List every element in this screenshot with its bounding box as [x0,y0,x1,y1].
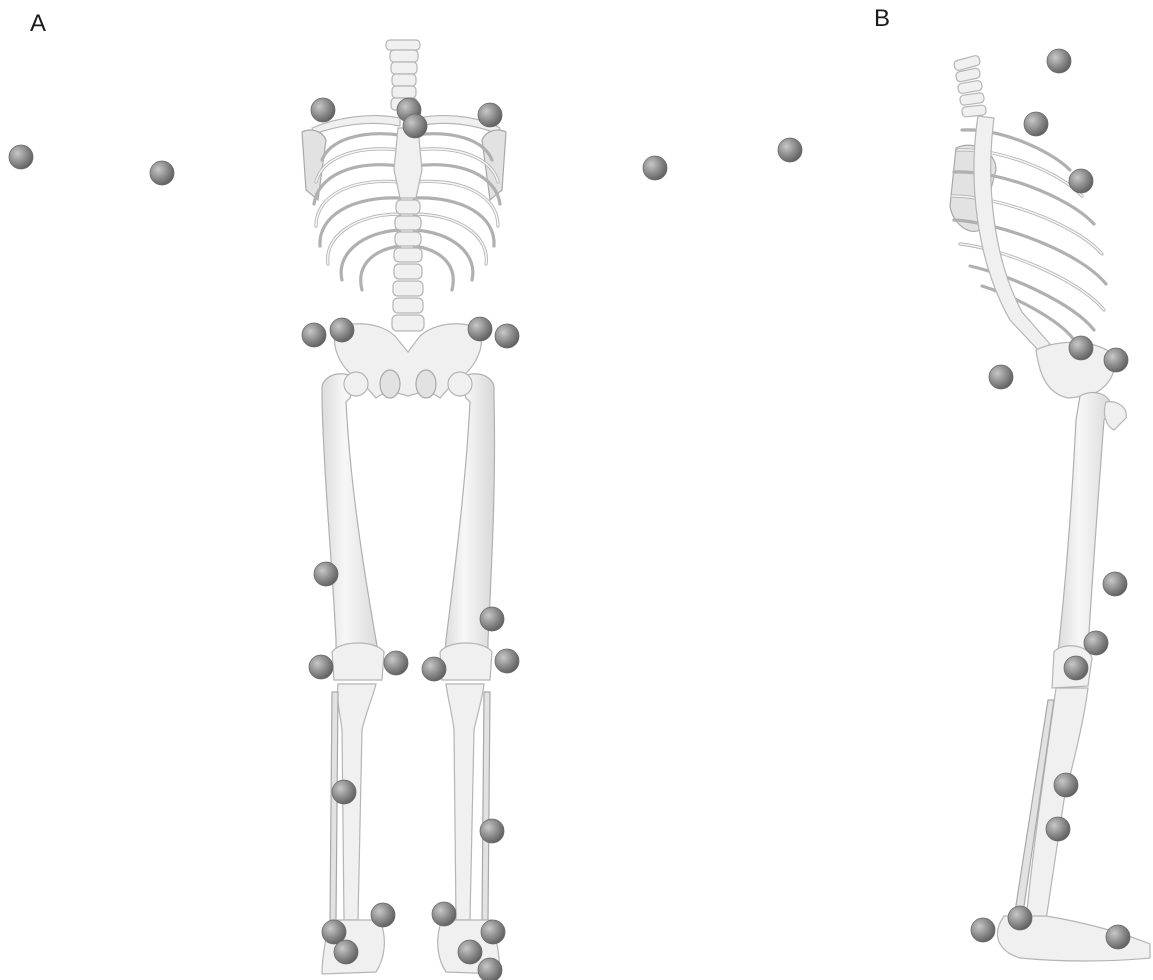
motion-capture-marker [330,318,354,342]
motion-capture-marker [311,98,335,122]
front-right-obturator [416,370,436,398]
side-lumbar-spine [974,116,1050,352]
motion-capture-marker [332,780,356,804]
motion-capture-marker [371,903,395,927]
motion-capture-marker [314,562,338,586]
motion-capture-marker [481,920,505,944]
motion-capture-marker [1047,49,1071,73]
side-cervical-spine [953,55,986,117]
motion-capture-marker [478,958,502,980]
front-skeleton [302,40,506,974]
motion-capture-marker [1069,336,1093,360]
motion-capture-marker [971,918,995,942]
motion-capture-marker [1054,773,1078,797]
motion-capture-marker [1084,631,1108,655]
front-left-scapula [302,130,326,200]
motion-capture-marker [1046,817,1070,841]
motion-capture-marker [778,138,802,162]
motion-capture-marker [1069,169,1093,193]
motion-capture-marker [643,156,667,180]
motion-capture-marker [989,365,1013,389]
motion-capture-marker [495,324,519,348]
front-left-femoral-head [344,372,368,396]
motion-capture-marker [422,657,446,681]
motion-capture-marker [334,940,358,964]
motion-capture-marker [403,114,427,138]
side-greater-trochanter [1104,402,1126,430]
motion-capture-marker [1064,656,1088,680]
motion-capture-marker [309,655,333,679]
motion-capture-marker [150,161,174,185]
side-femur [1058,392,1112,663]
front-left-obturator [380,370,400,398]
motion-capture-marker [432,902,456,926]
motion-capture-marker [478,103,502,127]
front-left-fibula [330,692,338,920]
motion-capture-marker [302,323,326,347]
motion-capture-marker [468,317,492,341]
motion-capture-marker [1008,906,1032,930]
motion-capture-marker [480,607,504,631]
motion-capture-marker [1024,112,1048,136]
motion-capture-marker [9,145,33,169]
front-left-femur [322,374,380,676]
motion-capture-marker [1106,925,1130,949]
motion-capture-marker [480,819,504,843]
front-sternum [394,128,422,198]
front-right-femoral-head [448,372,472,396]
front-right-tibia [446,684,484,920]
motion-capture-marker [1103,572,1127,596]
front-left-knee [332,643,384,680]
front-right-knee [440,643,492,680]
motion-capture-marker [1104,348,1128,372]
motion-capture-marker [384,651,408,675]
motion-capture-marker [495,649,519,673]
front-right-fibula [482,692,490,920]
motion-capture-marker [458,940,482,964]
front-lumbar-spine [392,200,424,331]
